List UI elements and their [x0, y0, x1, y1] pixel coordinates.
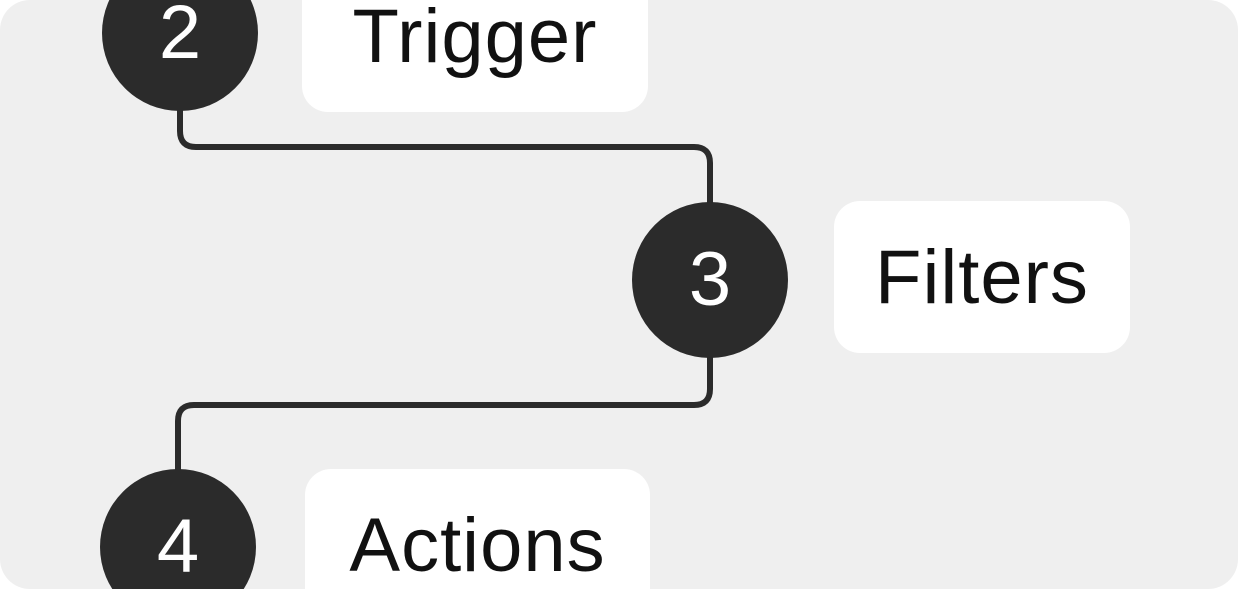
step-circle-2: 2 [102, 0, 258, 111]
step-label-text: Trigger [352, 0, 598, 79]
step-label-trigger: Trigger [302, 0, 648, 112]
step-circle-4: 4 [100, 469, 256, 589]
step-number: 3 [688, 237, 732, 322]
step-label-filters: Filters [834, 201, 1130, 353]
step-label-actions: Actions [305, 469, 650, 589]
connector-step3-step4 [175, 348, 713, 479]
step-circle-3: 3 [632, 202, 788, 358]
step-label-text: Actions [349, 502, 606, 588]
step-number: 2 [158, 0, 202, 75]
step-number: 4 [156, 504, 200, 589]
connector-step2-step3 [177, 100, 713, 212]
step-label-text: Filters [875, 234, 1089, 320]
